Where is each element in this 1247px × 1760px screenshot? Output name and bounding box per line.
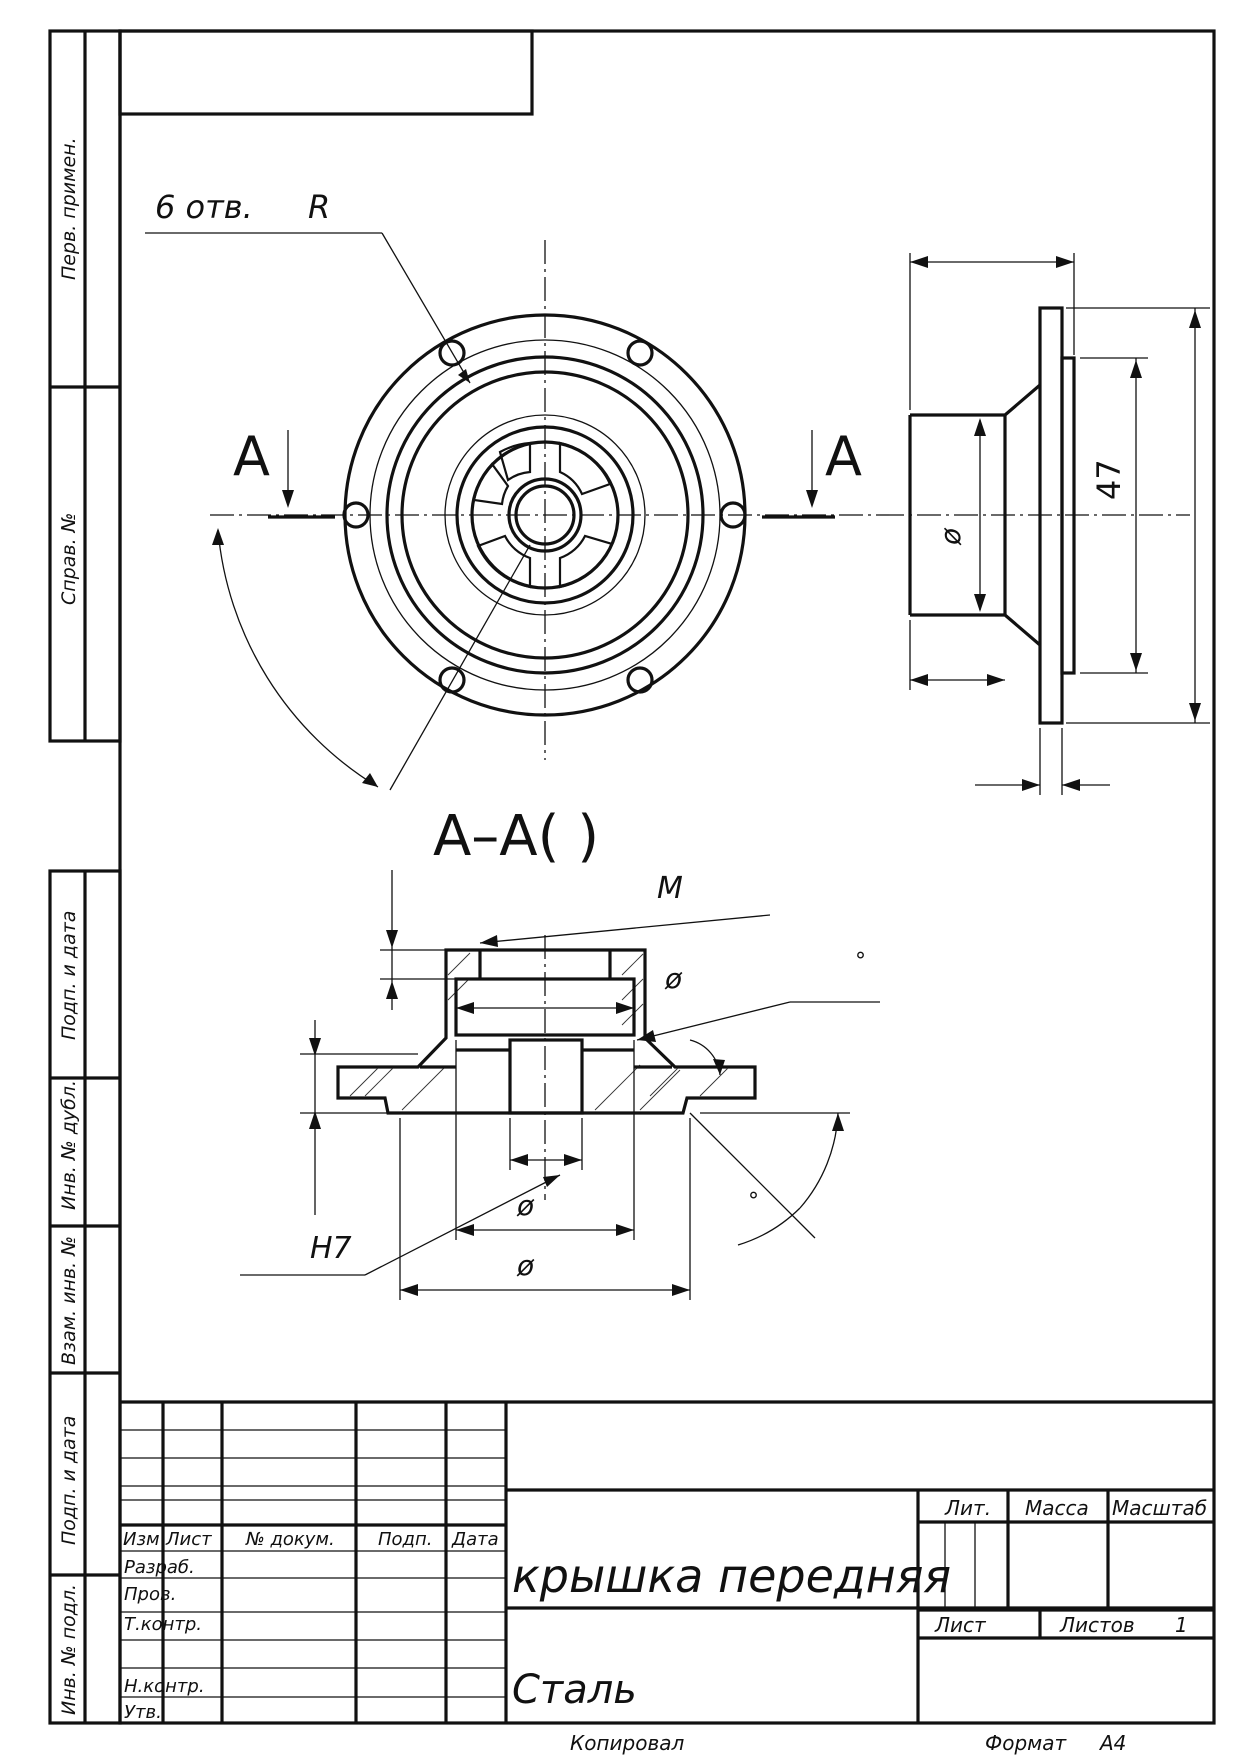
dimension-47: 47 [1090,459,1128,500]
section-mark-left: А [233,425,270,488]
label-list: Лист [934,1613,987,1637]
section-outer-diameter: ø [516,1249,535,1282]
sheet-footer: Копировал Формат А4 [570,1731,1126,1755]
row-utv: Утв. [124,1702,162,1723]
section-top-diameter: ø [664,962,683,995]
section-view: А–А( ) [240,804,880,1300]
col-list: Лист [165,1529,212,1550]
sidebar-podp-data-bottom: Подп. и дата [58,1416,80,1545]
row-razrab: Разраб. [124,1557,195,1578]
title-block: Изм Лист № докум. Подп. Дата Разраб. Про… [120,1400,1214,1723]
col-doc-no: № докум. [245,1529,335,1550]
material: Сталь [512,1667,637,1713]
side-view-diameter: ø [934,527,967,546]
angle-label: ° [748,1189,759,1214]
front-view: А А 6 отв. R [145,188,880,791]
label-massa: Масса [1025,1496,1089,1520]
sidebar-sprav-no: Справ. № [58,513,80,605]
label-masshtab: Масштаб [1112,1496,1207,1520]
section-title: А–А( ) [433,804,599,869]
left-sidebar: Перв. примен. Справ. № Подп. и дата Инв.… [48,29,122,1725]
sidebar-vzam-inv: Взам. инв. № [58,1236,80,1365]
footer-format-label: Формат [985,1731,1067,1755]
listov-value: 1 [1175,1613,1188,1637]
holes-label: 6 отв. [155,188,253,226]
row-prov: Пров. [124,1584,176,1605]
side-view: ø 47 [880,253,1210,795]
fit-label: Н7 [310,1231,352,1266]
sidebar-inv-dubl: Инв. № дубл. [58,1080,80,1210]
degree-mark-top: ° [855,949,866,974]
col-izm: Изм [123,1529,160,1550]
footer-kopiroval: Копировал [570,1731,684,1755]
col-data: Дата [451,1529,499,1550]
footer-format-value: А4 [1098,1731,1126,1755]
row-t-kontr: Т.контр. [124,1614,202,1635]
radius-label: R [308,188,330,226]
section-mark-right: А [825,425,862,488]
part-name: крышка передняя [512,1549,951,1603]
label-lit: Лит. [944,1496,991,1520]
thread-label: М [657,871,683,906]
sidebar-inv-podl: Инв. № подл. [58,1584,80,1715]
sidebar-perv-primen: Перв. примен. [58,137,80,280]
col-podp: Подп. [378,1529,432,1550]
sidebar-podp-data-top: Подп. и дата [58,911,80,1040]
label-listov: Листов [1059,1613,1135,1637]
row-n-kontr: Н.контр. [124,1676,205,1697]
section-inner-diameter: ø [516,1189,535,1222]
